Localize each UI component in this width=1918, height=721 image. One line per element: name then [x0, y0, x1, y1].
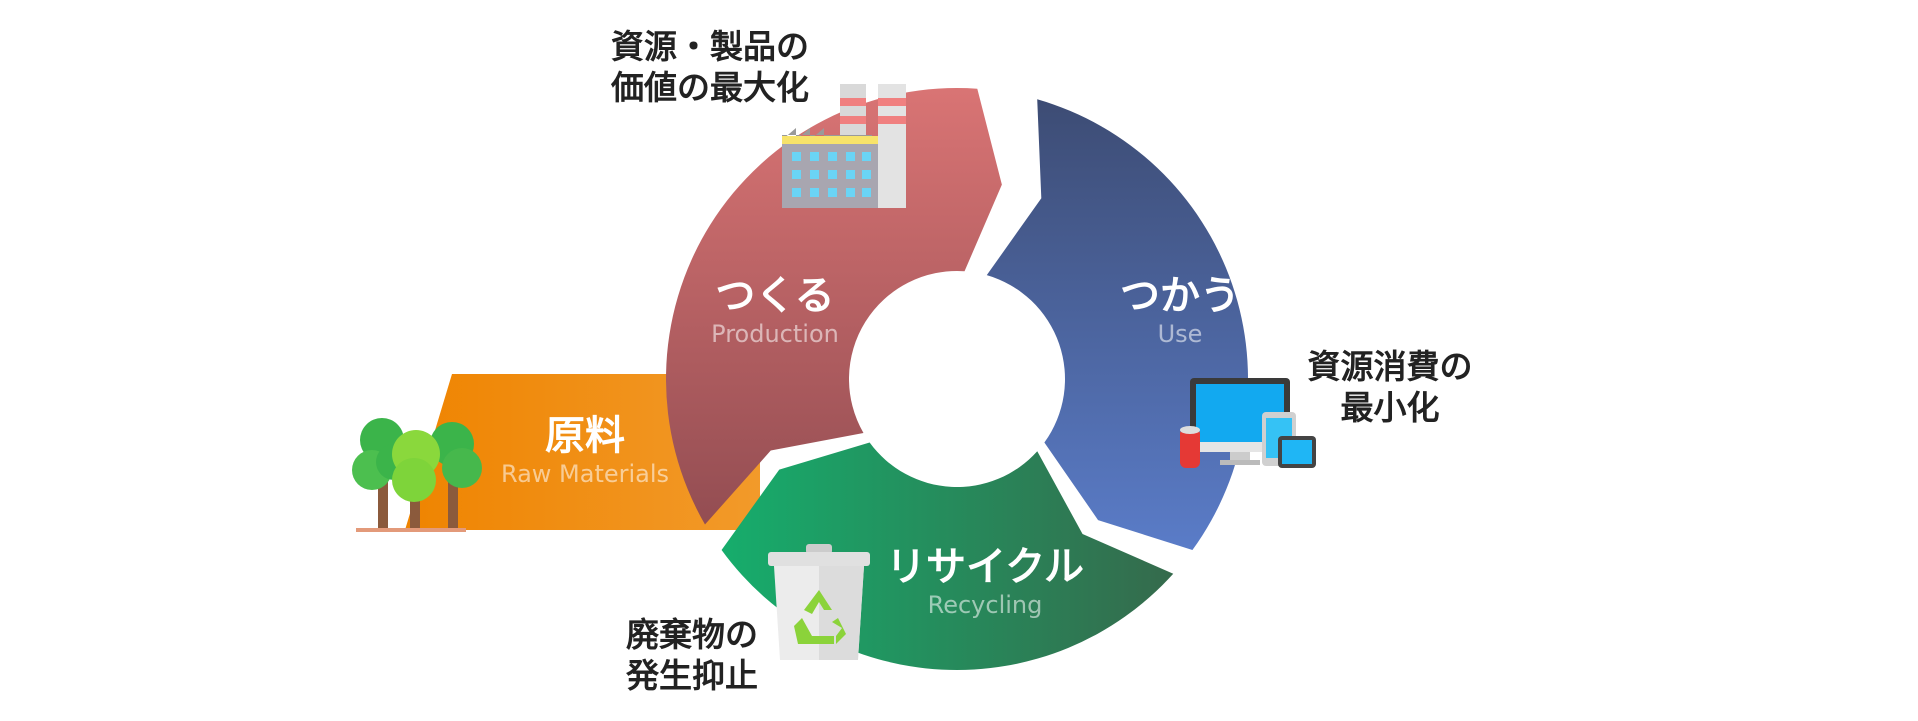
use-note-line1: 資源消費の	[1307, 347, 1473, 386]
use-label-jp: つかう	[1120, 273, 1240, 319]
production-segment	[666, 88, 1002, 525]
factory-icon	[782, 84, 906, 208]
devices-icon	[1180, 378, 1316, 468]
raw-materials-label-jp: 原料	[545, 413, 625, 459]
production-note-line2: 価値の最大化	[611, 68, 809, 108]
raw-materials-label-en: Raw Materials	[500, 460, 670, 488]
recycling-label-jp: リサイクル	[886, 544, 1084, 590]
raw-materials-label: 原料 Raw Materials	[470, 412, 700, 489]
recycling-label: リサイクル Recycling	[870, 543, 1100, 620]
recycling-note: 廃棄物の 発生抑止	[612, 614, 772, 697]
production-label-jp: つくる	[715, 273, 835, 319]
use-note: 資源消費の 最小化	[1295, 346, 1485, 429]
production-label-en: Production	[711, 320, 839, 348]
production-note: 資源・製品の 価値の最大化	[600, 26, 820, 109]
production-label: つくる Production	[690, 272, 860, 349]
production-note-line1: 資源・製品の	[611, 27, 809, 66]
use-label-en: Use	[1157, 320, 1203, 348]
use-note-line2: 最小化	[1340, 388, 1440, 428]
trees-icon	[352, 418, 482, 532]
recycling-label-en: Recycling	[927, 591, 1043, 619]
recycling-note-line1: 廃棄物の	[626, 615, 758, 654]
recycling-note-line2: 発生抑止	[626, 656, 758, 696]
recycle-bin-icon	[768, 544, 870, 660]
use-label: つかう Use	[1100, 272, 1260, 349]
